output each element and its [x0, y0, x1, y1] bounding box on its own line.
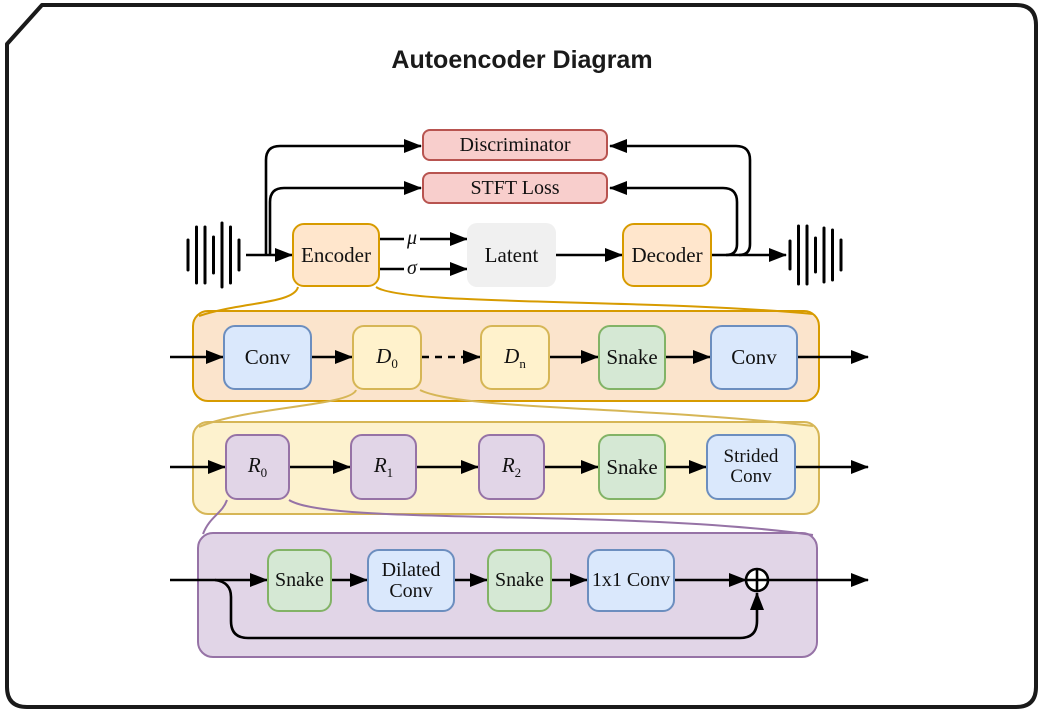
r0-box: R0 [225, 434, 290, 500]
conv-1x1-box: 1x1 Conv [587, 549, 675, 612]
sigma-label: σ [404, 257, 420, 280]
dn-box: Dn [480, 325, 550, 390]
dilated-conv-box: Dilated Conv [367, 549, 455, 612]
r2-box: R2 [478, 434, 545, 500]
stft-loss-label: STFT Loss [470, 176, 560, 199]
strided-conv-box: Strided Conv [706, 434, 796, 500]
latent-label: Latent [484, 242, 539, 267]
encoder-box: Encoder [292, 223, 380, 287]
snake-box-2: Snake [598, 434, 666, 500]
audio-waveform-left-icon [186, 221, 241, 289]
encoder-label: Encoder [301, 242, 371, 267]
decoder-box: Decoder [622, 223, 712, 287]
decoder-label: Decoder [631, 242, 703, 267]
mu-label: μ [404, 227, 421, 250]
stft-loss-box: STFT Loss [422, 172, 608, 204]
conv-out-box: Conv [710, 325, 798, 390]
snake-box-1: Snake [598, 325, 666, 390]
audio-waveform-right-icon [788, 224, 843, 286]
snake-box-3: Snake [267, 549, 332, 612]
d0-box: D0 [352, 325, 422, 390]
discriminator-box: Discriminator [422, 129, 608, 161]
page-title: Autoencoder Diagram [391, 46, 653, 74]
snake-box-4: Snake [487, 549, 552, 612]
r1-box: R1 [350, 434, 417, 500]
conv-in-box: Conv [223, 325, 312, 390]
latent-box: Latent [467, 223, 556, 287]
discriminator-label: Discriminator [459, 133, 571, 156]
